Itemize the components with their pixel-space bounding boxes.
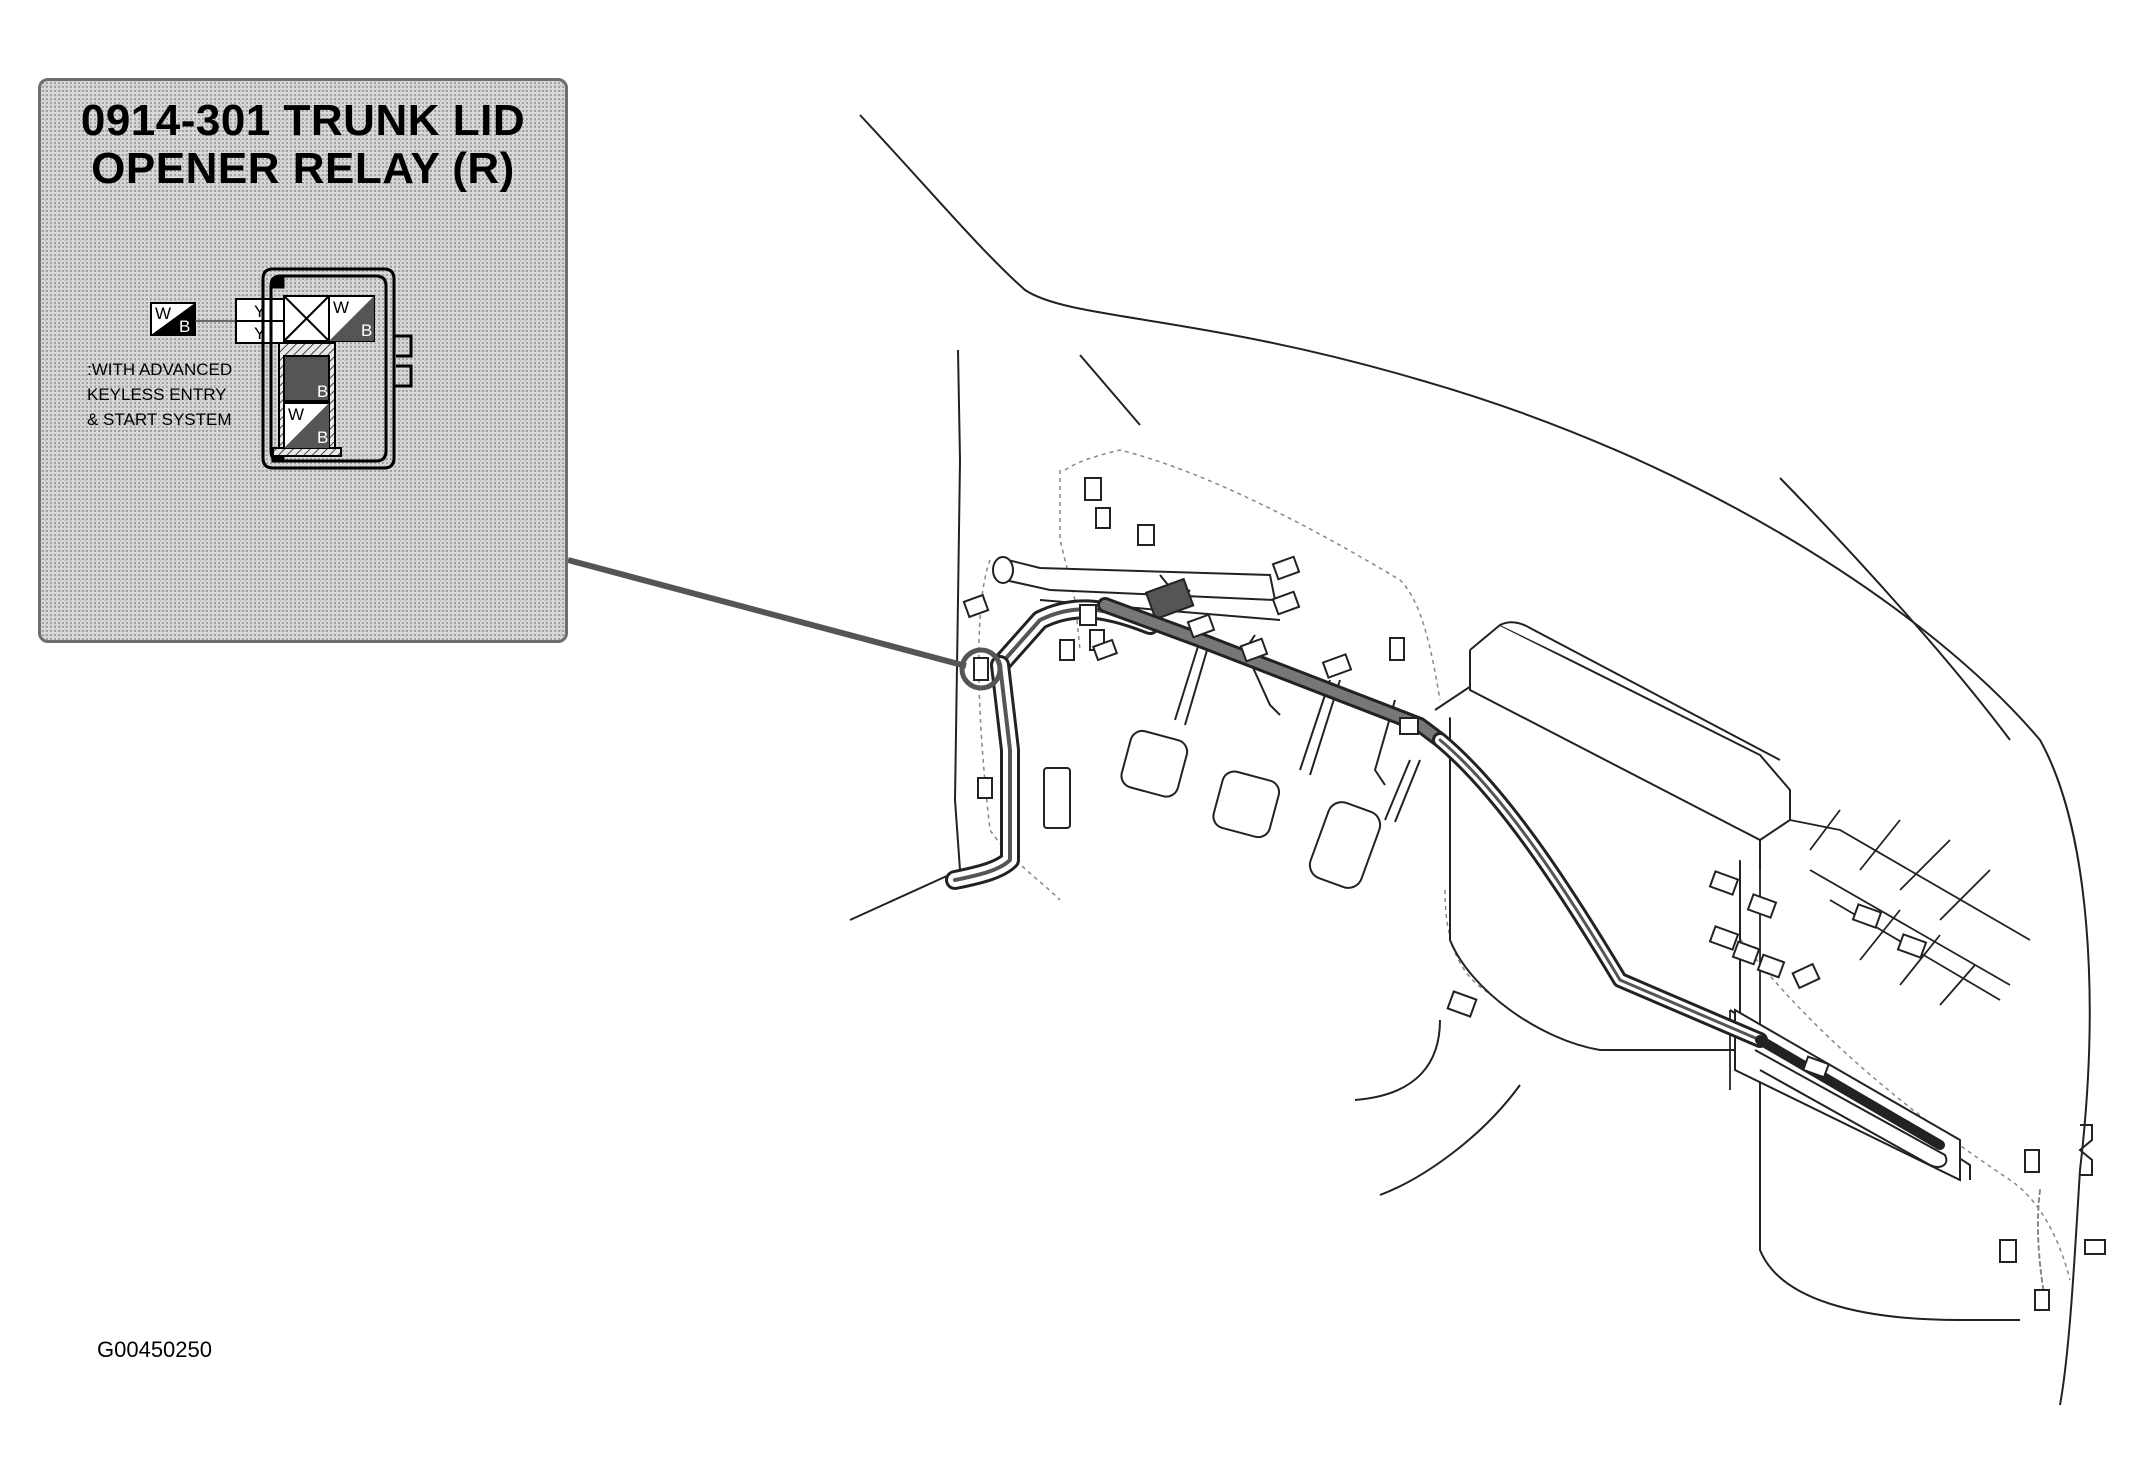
pin-top-right-bottom: B xyxy=(361,321,372,340)
pin-empty xyxy=(283,295,330,342)
pin-top-right-top: W xyxy=(333,298,349,317)
harness-wire-bottom: Y xyxy=(254,324,265,343)
variant-note: :WITH ADVANCED KEYLESS ENTRY & START SYS… xyxy=(87,357,307,432)
steering-column xyxy=(992,556,1281,621)
figure-id: G00450250 xyxy=(97,1337,212,1362)
pin-middle-label: B xyxy=(317,382,328,401)
harness-wire-top: Y xyxy=(254,302,265,321)
pin-middle: B xyxy=(283,355,330,402)
pin-bottom: W B xyxy=(283,402,330,449)
note-line-3: & START SYSTEM xyxy=(87,410,232,429)
callout-title-line2: OPENER RELAY (R) xyxy=(91,144,515,193)
relay-callout-box: 0914-301 TRUNK LID OPENER RELAY (R) W B … xyxy=(38,78,568,643)
connectors xyxy=(962,477,2106,1311)
note-line-1: :WITH ADVANCED xyxy=(87,360,233,379)
harness-wire-boxes: Y Y xyxy=(235,298,285,344)
vehicle-body-outline xyxy=(849,114,2091,1406)
pin-top-right: W B xyxy=(328,295,375,342)
trunk-lid-relay-location xyxy=(973,657,989,681)
callout-pointer xyxy=(567,557,1003,691)
connector-face-diagram: W B Y Y W B xyxy=(150,267,413,470)
pin-bottom-top: W xyxy=(288,405,304,424)
legend-wire-bottom: B xyxy=(179,317,190,336)
note-line-2: KEYLESS ENTRY xyxy=(87,385,227,404)
center-console xyxy=(1434,621,2020,1321)
legend-wire-swatch: W B xyxy=(150,302,196,336)
connector-lock-bar xyxy=(272,447,342,457)
pin-bottom-bottom: B xyxy=(317,428,328,447)
legend-wire-top: W xyxy=(155,304,171,323)
callout-title: 0914-301 TRUNK LID OPENER RELAY (R) xyxy=(41,97,565,193)
relay-location-circle xyxy=(959,647,1003,691)
callout-title-line1: 0914-301 TRUNK LID xyxy=(80,96,526,145)
